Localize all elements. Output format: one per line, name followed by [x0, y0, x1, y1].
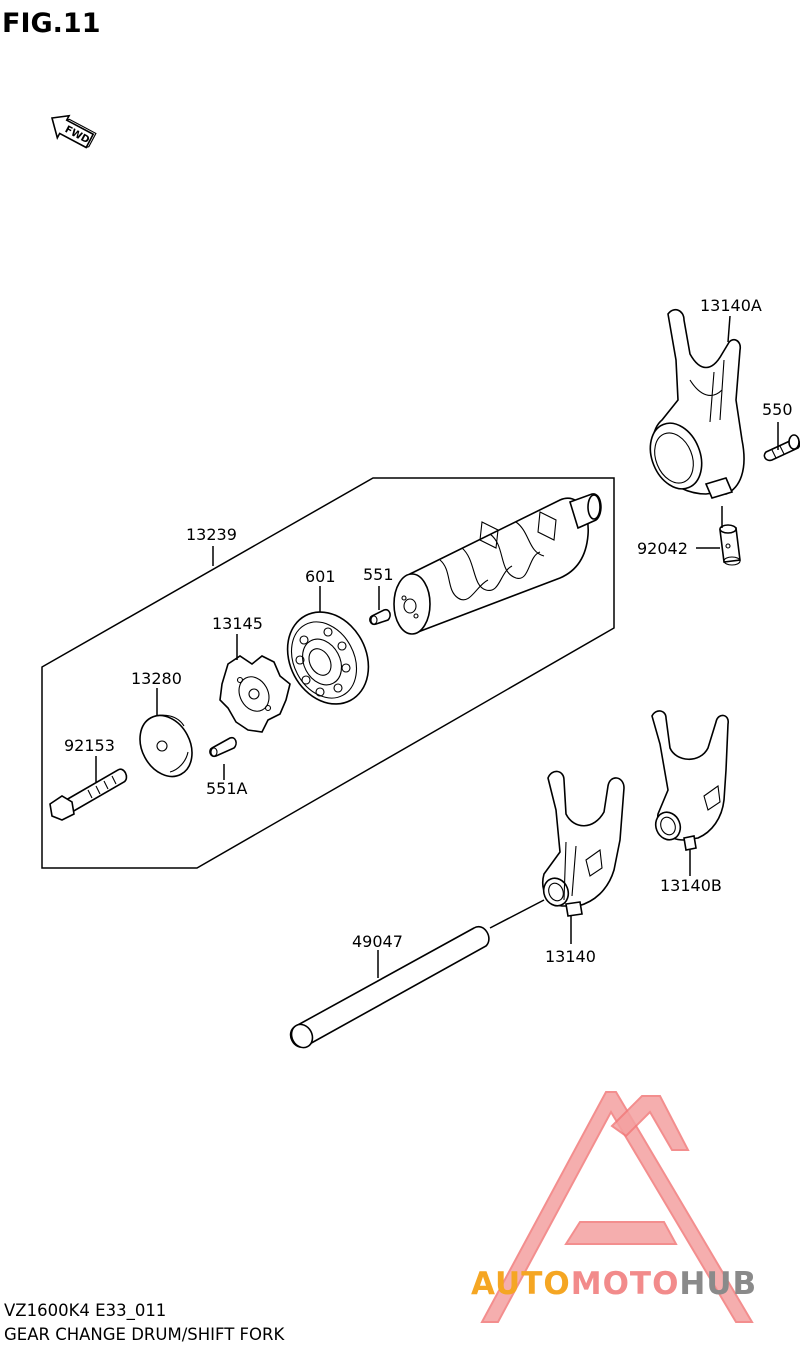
roller-92042 — [719, 524, 741, 566]
label-601: 601 — [305, 567, 336, 586]
logo-text: AUTOMOTOHUB — [471, 1266, 757, 1302]
label-92153: 92153 — [64, 736, 115, 755]
shift-fork-13140B — [651, 710, 729, 851]
figure-title: FIG.11 — [2, 8, 100, 39]
footer-code: VZ1600K4 E33_011 — [4, 1301, 166, 1321]
shift-fork-13140 — [542, 770, 625, 917]
fwd-arrow-icon: FWD — [50, 114, 97, 149]
pin-551 — [369, 608, 391, 626]
label-13239: 13239 — [186, 525, 237, 544]
pin-550 — [763, 434, 800, 462]
label-49047: 49047 — [352, 932, 403, 951]
label-551: 551 — [363, 565, 394, 584]
label-551A: 551A — [206, 779, 248, 798]
label-13140B: 13140B — [660, 876, 722, 895]
logo-text-moto: MOTO — [571, 1266, 680, 1302]
logo-triangle-icon — [480, 1091, 754, 1323]
pin-551A — [209, 736, 237, 758]
logo-text-auto: AUTO — [471, 1266, 571, 1302]
logo-text-hub: HUB — [679, 1266, 757, 1302]
label-13140: 13140 — [545, 947, 596, 966]
part-labels: 13140A 550 92042 13239 601 551 13145 132… — [64, 296, 793, 966]
watermark-logo: AUTOMOTOHUB — [471, 1091, 757, 1323]
cam-13145 — [219, 655, 291, 733]
leader-lines — [95, 315, 779, 978]
label-550: 550 — [762, 400, 793, 419]
footer-caption: GEAR CHANGE DRUM/SHIFT FORK — [4, 1325, 285, 1344]
label-13280: 13280 — [131, 669, 182, 688]
label-13140A: 13140A — [700, 296, 762, 315]
shaft-49047 — [289, 925, 490, 1049]
label-92042: 92042 — [637, 539, 688, 558]
shift-drum — [393, 493, 602, 635]
plate-13280 — [139, 714, 193, 778]
shift-fork-13140A — [649, 308, 745, 499]
assembly-outline — [41, 477, 615, 869]
bolt-92153 — [49, 768, 128, 821]
bearing-601 — [286, 611, 370, 705]
label-13145: 13145 — [212, 614, 263, 633]
